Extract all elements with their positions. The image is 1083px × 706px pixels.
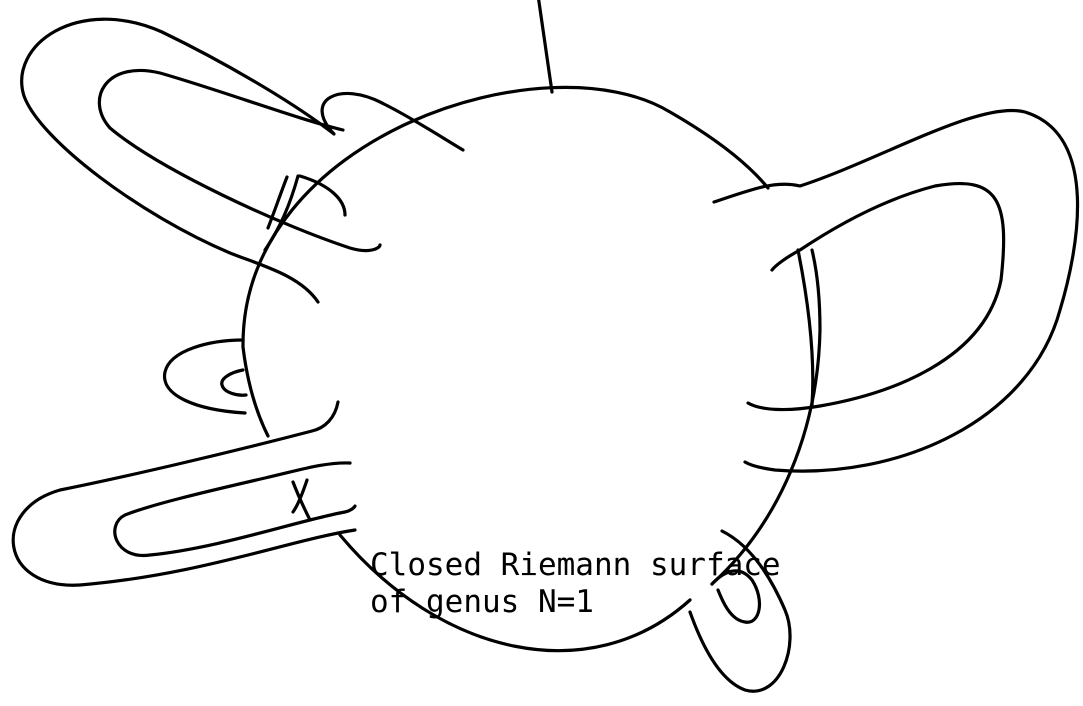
- handle-upper-left: [22, 19, 463, 302]
- handle-right: [714, 110, 1078, 471]
- pointer-line: [538, 0, 552, 92]
- caption-line-1: Closed Riemann surface: [370, 547, 781, 583]
- handle-lower-left: [13, 402, 355, 585]
- handle-small-left: [165, 340, 246, 413]
- caption-line-2: of genus N=1: [370, 584, 594, 620]
